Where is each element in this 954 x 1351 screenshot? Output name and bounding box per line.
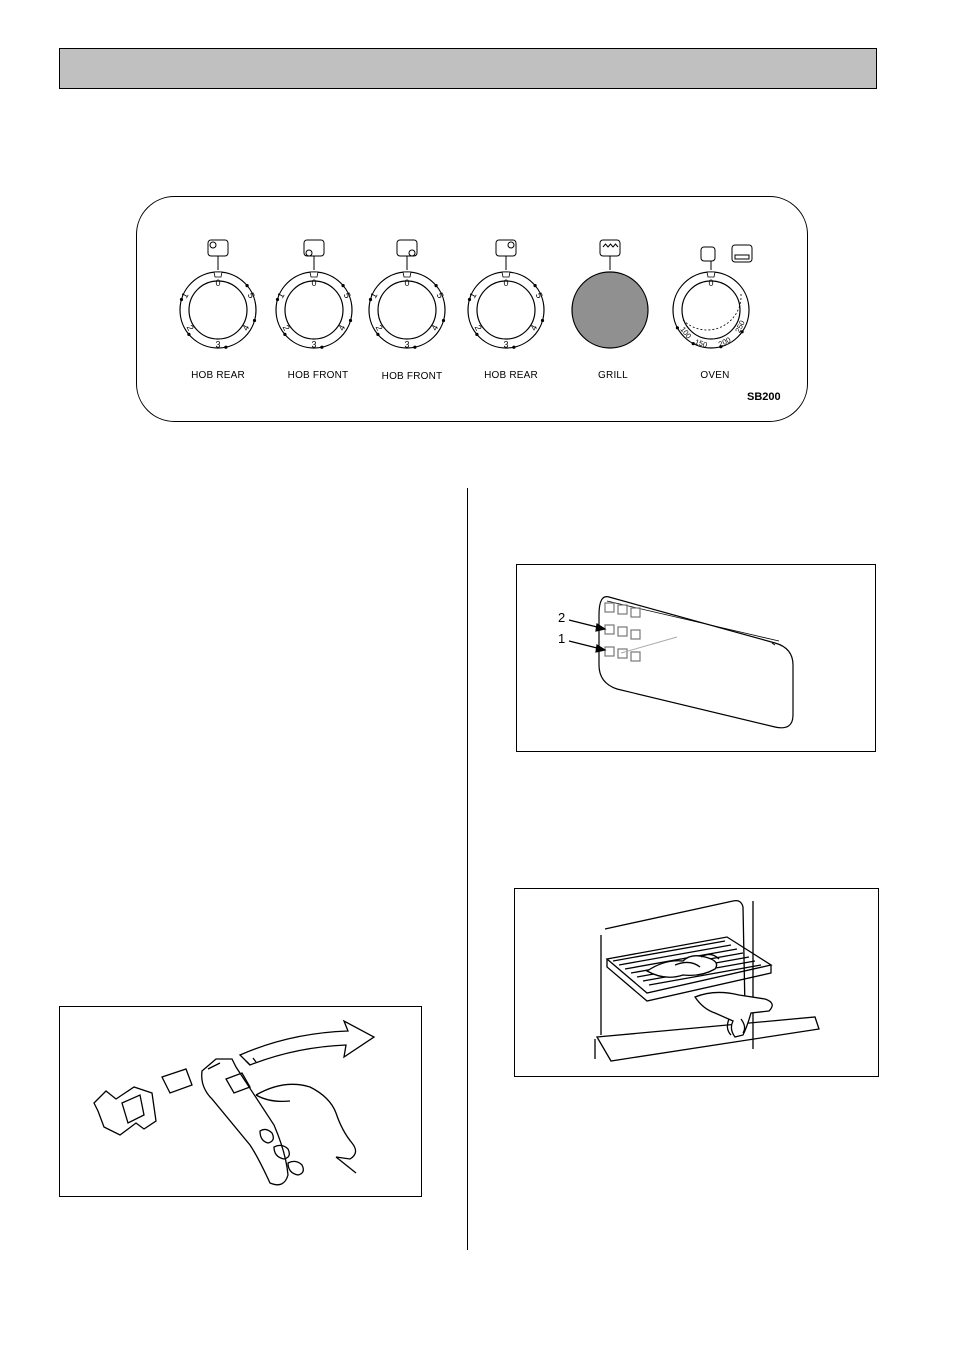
oven-light-removal-drawing — [93, 1019, 376, 1186]
knob-scale-dot — [691, 342, 695, 346]
grill-knob-dial[interactable] — [571, 271, 649, 349]
knob-scale-label: 1 — [368, 291, 379, 300]
knob-scale-label: 2 — [374, 323, 385, 332]
knob-dial[interactable] — [377, 280, 437, 340]
knob-scale-label: 1 — [275, 291, 286, 300]
front-left-burner-icon — [303, 239, 325, 257]
grill-pan-drawing — [594, 899, 820, 1062]
knob-scale-dot — [341, 284, 345, 288]
knob-dial[interactable] — [284, 280, 344, 340]
knob-label-hob-front-left: HOB FRONT — [287, 370, 349, 381]
knob-label-hob-rear-left: HOB REAR — [191, 370, 245, 381]
knob-scale-dot — [512, 345, 516, 349]
column-divider — [467, 488, 468, 1250]
knob-scale-dot — [434, 284, 438, 288]
knob-scale-label: 0 — [503, 278, 508, 288]
knob-scale-dot — [413, 345, 417, 349]
knob-scale-label: 1 — [467, 291, 478, 300]
knob-scale-label: 1 — [179, 291, 190, 300]
knob-scale-dot — [467, 297, 472, 302]
oven-icon — [700, 244, 753, 263]
knob-scale-dot — [348, 318, 353, 323]
knob-dial[interactable] — [188, 280, 248, 340]
knob-1[interactable]: 0 1 2 3 4 5 — [275, 239, 353, 350]
knob-scale-dot — [376, 332, 380, 336]
grill-pan-figure — [514, 888, 879, 1077]
oven-side-wall-drawing — [568, 596, 794, 729]
knob-label-hob-rear-right: HOB REAR — [484, 370, 538, 381]
knob-scale-label: 5 — [246, 291, 257, 300]
knob-scale-label: 4 — [528, 323, 539, 332]
knob-3[interactable]: 0 1 2 3 4 5 — [467, 239, 545, 350]
rear-right-burner-icon — [495, 239, 517, 257]
knob-scale-label: 4 — [336, 323, 347, 332]
knob-scale-dot — [179, 297, 184, 302]
shelf-number-label: 1 — [558, 631, 566, 646]
knob-scale-label: 3 — [311, 340, 316, 350]
knob-scale-label: 0 — [215, 278, 220, 288]
knob-scale-label: 0 — [404, 278, 409, 288]
shelf-position-figure: 2 1 — [516, 564, 876, 752]
knob-scale-dot — [675, 326, 680, 330]
knob-scale-dot — [540, 318, 545, 323]
grill-icon — [599, 239, 621, 257]
knob-dial[interactable] — [681, 280, 741, 340]
knob-scale-dot — [441, 318, 446, 323]
knob-scale-dot — [252, 318, 257, 323]
knob-scale-label: 5 — [435, 291, 446, 300]
knob-scale-dot — [368, 297, 373, 302]
front-right-burner-icon — [396, 239, 418, 257]
knob-scale-label: 150 — [694, 337, 709, 349]
knob-4[interactable] — [571, 239, 649, 349]
knob-scale-label: 0 — [708, 278, 713, 288]
rear-left-burner-icon — [207, 239, 229, 257]
knob-scale-label: 2 — [473, 323, 484, 332]
knob-scale-dot — [245, 284, 249, 288]
knob-scale-label: 4 — [240, 323, 251, 332]
knob-scale-label: 2 — [185, 323, 196, 332]
knob-scale-dot — [719, 345, 723, 349]
knob-2[interactable]: 0 1 2 3 4 5 — [368, 239, 446, 350]
knob-scale-dot — [320, 345, 324, 349]
knob-label-oven: OVEN — [700, 370, 730, 381]
knob-scale-dot — [224, 345, 228, 349]
knob-scale-label: 5 — [342, 291, 353, 300]
knob-label-hob-front-right: HOB FRONT — [381, 371, 443, 382]
section-header-bar — [59, 48, 877, 89]
knob-scale-label: 2 — [281, 323, 292, 332]
knob-scale-dot — [475, 332, 479, 336]
knob-scale-label: 4 — [429, 323, 440, 332]
knob-label-grill: GRILL — [598, 370, 628, 381]
knob-dial[interactable] — [476, 280, 536, 340]
knob-scale-label: 5 — [534, 291, 545, 300]
knob-scale-label: 3 — [404, 340, 409, 350]
knob-scale-dot — [283, 332, 287, 336]
shelf-number-label: 2 — [558, 610, 566, 625]
oven-light-figure — [59, 1006, 422, 1197]
knob-scale-label: 3 — [215, 340, 220, 350]
knob-scale-dot — [740, 330, 744, 334]
knob-scale-label: 3 — [503, 340, 508, 350]
model-number: SB200 — [747, 391, 781, 403]
knob-scale-label: 0 — [311, 278, 316, 288]
knob-scale-dot — [187, 332, 191, 336]
knob-0[interactable]: 0 1 2 3 4 5 — [179, 239, 257, 350]
knob-scale-dot — [533, 284, 537, 288]
knob-scale-dot — [275, 297, 280, 302]
